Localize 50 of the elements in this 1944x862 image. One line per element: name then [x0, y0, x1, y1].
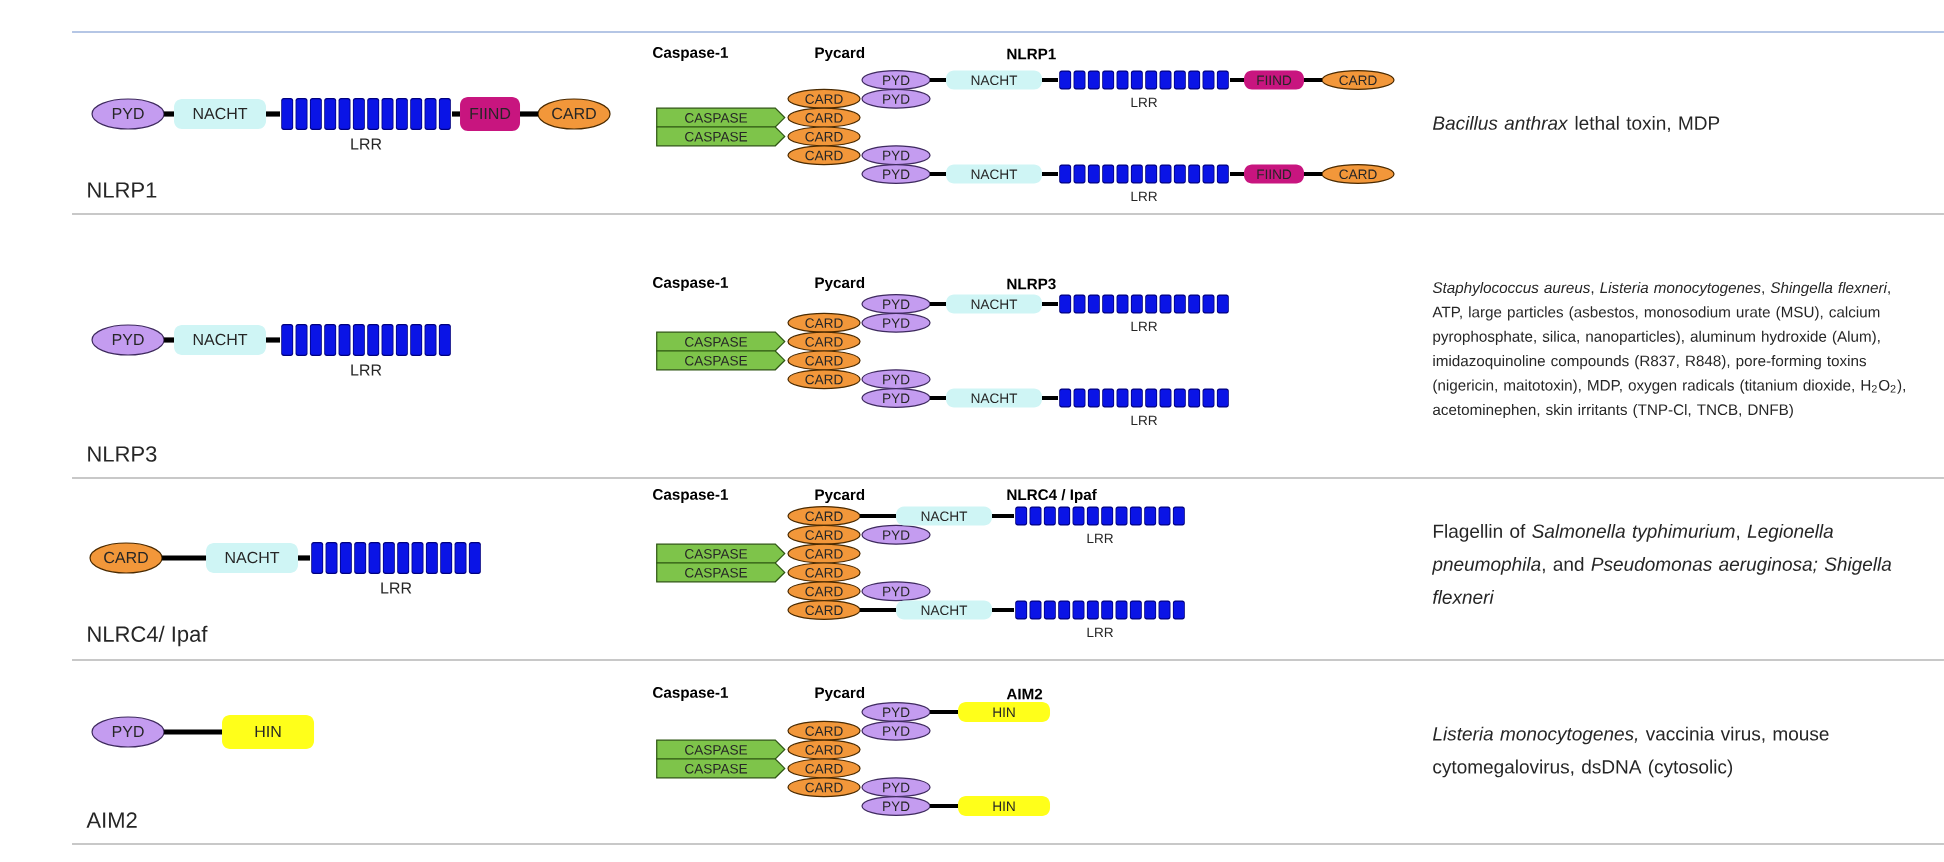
linker-line	[520, 111, 538, 117]
repeat-domain: LRR	[281, 98, 451, 150]
linker-line	[930, 172, 946, 176]
protein-domain: CARD	[537, 98, 611, 130]
linker-line	[860, 514, 896, 518]
row-label: NLRP1	[88, 182, 157, 198]
linker-line	[164, 111, 175, 117]
linker-line	[162, 555, 207, 561]
linker-line	[1042, 172, 1058, 176]
protein-domain: NACHT	[206, 543, 299, 573]
protein-domain: PYD	[91, 98, 165, 130]
row-label: NLRP3	[88, 446, 157, 462]
protein-domain: PYD	[91, 324, 165, 356]
node-label: LRR	[351, 364, 382, 376]
trigger-text: Listeria monocytogenes, vaccinia virus, mouse cytomegalovirus, dsDNA (cytosolic)	[1433, 726, 1829, 778]
linker-line	[930, 302, 946, 306]
protein-domain: NACHT	[174, 99, 267, 129]
protein-domain: FIIND	[460, 97, 520, 131]
node-label: LRR	[351, 138, 382, 150]
repeat-domain: LRR	[281, 324, 451, 376]
row-label: NLRC4/ Ipaf	[88, 625, 208, 647]
linker-line	[1304, 78, 1322, 82]
linker-line	[164, 729, 223, 735]
protein-domain: CARD	[89, 542, 163, 574]
linker-line	[930, 396, 946, 400]
linker-line	[1230, 78, 1244, 82]
repeat-domain: LRR	[311, 542, 481, 594]
linker-line	[1042, 78, 1058, 82]
node-label: LRR	[381, 582, 412, 594]
row-label: AIM2	[86, 812, 137, 828]
linker-line	[1042, 302, 1058, 306]
protein-domain: PYD	[91, 716, 165, 748]
linker-line	[266, 337, 281, 343]
linker-line	[1042, 396, 1058, 400]
linker-line	[992, 514, 1014, 518]
trigger-text: Bacillus anthrax lethal toxin, MDP	[1433, 115, 1720, 133]
linker-line	[164, 337, 175, 343]
linker-line	[930, 710, 958, 714]
linker-line	[1304, 172, 1322, 176]
protein-domain: NACHT	[174, 325, 267, 355]
linker-line	[452, 111, 461, 117]
linker-line	[1230, 172, 1244, 176]
linker-line	[930, 804, 958, 808]
linker-line	[860, 608, 896, 612]
linker-line	[298, 555, 310, 561]
trigger-text: Flagellin of Salmonella typhimurium, Legionella pneumophila, and Pseudomonas aeruginosa; Shigella flexneri	[1431, 524, 1892, 604]
protein-domain: HIN	[222, 715, 314, 749]
linker-line	[992, 608, 1014, 612]
linker-line	[266, 111, 281, 117]
linker-line	[930, 78, 946, 82]
